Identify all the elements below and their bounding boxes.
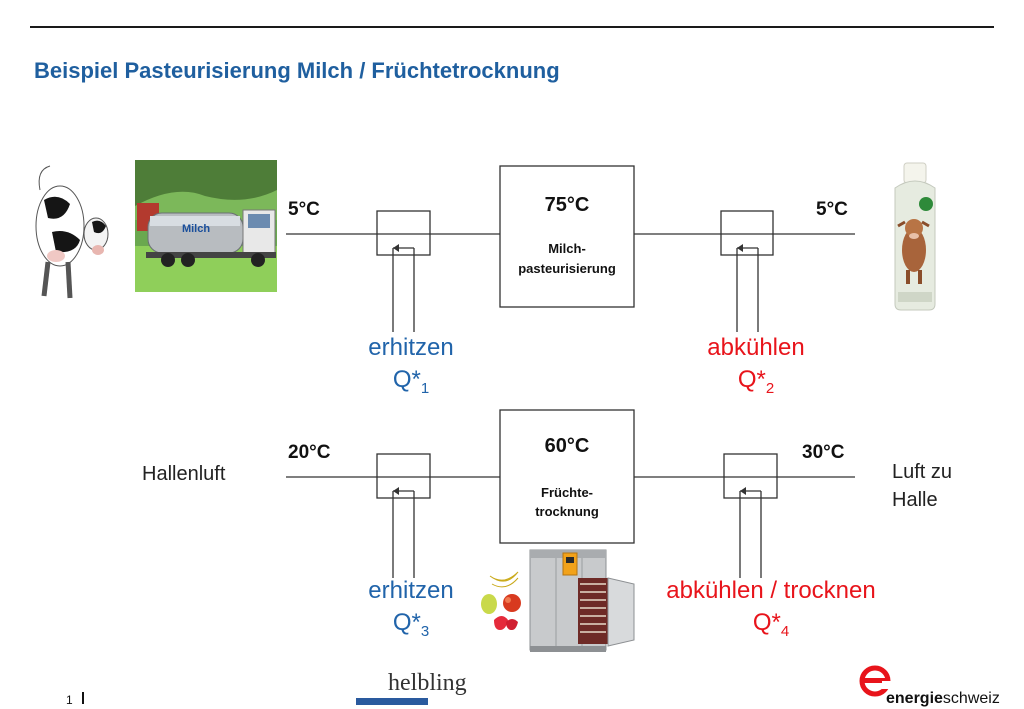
heat-exchanger-2-arrow <box>737 244 743 252</box>
milk-process-box <box>499 165 635 308</box>
energieschweiz-logo-schweiz: schweiz <box>942 690 1000 707</box>
fruit-outlet-temp: 30°C <box>802 442 845 463</box>
cool-label-2-text: abkühlen <box>707 334 805 361</box>
heat-q-1-symbol: Q* <box>392 366 421 393</box>
milk-process-name-2: pasteurisierung <box>518 261 616 276</box>
drying-machine-photo <box>529 549 635 652</box>
fruit-outlet-label-2: Halle <box>892 489 938 511</box>
fruit-outlet-label: Luft zu Halle <box>892 458 952 514</box>
milk-process-name-1: Milch- <box>548 241 586 256</box>
page-title: Beispiel Pasteurisierung Milch / Früchte… <box>34 58 560 83</box>
fruit-inlet-label: Hallenluft <box>142 463 226 485</box>
heat-q-1: Q*1 <box>341 364 481 405</box>
fruit-process-temp: 60°C <box>545 435 590 457</box>
heat-label-1: erhitzen Q*1 <box>341 332 481 405</box>
energieschweiz-logo-mark <box>859 665 892 697</box>
milk-process-temp: 75°C <box>545 194 590 216</box>
milk-truck-photo: Milch <box>135 160 277 292</box>
cool-label-4: abkühlen / trocknen Q*4 <box>646 575 896 648</box>
milk-outlet-temp: 5°C <box>816 199 848 220</box>
heat-label-1-text: erhitzen <box>368 334 454 361</box>
cool-q-2: Q*2 <box>676 364 836 405</box>
fruit-process-box <box>499 409 635 544</box>
heat-exchanger-3 <box>376 453 431 578</box>
cow-illustration <box>35 165 109 299</box>
heat-q-3-symbol: Q* <box>392 609 421 636</box>
heat-label-3-text: erhitzen <box>368 577 454 604</box>
energieschweiz-logo-energie: energie <box>886 690 943 707</box>
fruits-illustration <box>481 571 521 630</box>
energieschweiz-logo-text: energieschweiz <box>886 690 1000 708</box>
heat-exchanger-3-arrow <box>393 487 399 495</box>
page-number-divider <box>82 692 84 704</box>
heat-q-1-sub: 1 <box>420 379 430 397</box>
cool-label-4-text: abkühlen / trocknen <box>666 577 876 604</box>
fruit-inlet-temp: 20°C <box>288 442 331 463</box>
cool-q-2-symbol: Q* <box>737 366 766 393</box>
milk-bottle-photo <box>894 162 936 311</box>
top-rule <box>30 26 994 28</box>
heat-exchanger-1 <box>376 210 431 332</box>
heat-exchanger-4 <box>723 453 778 578</box>
cool-q-4: Q*4 <box>646 607 896 648</box>
heat-exchanger-4-arrow <box>740 487 746 495</box>
heat-label-3: erhitzen Q*3 <box>341 575 481 648</box>
fruit-outlet-label-1: Luft zu <box>892 461 953 483</box>
helbling-logo-bar <box>356 698 428 705</box>
cool-label-2: abkühlen Q*2 <box>676 332 836 405</box>
milk-inlet-temp: 5°C <box>288 199 320 220</box>
fruit-process-name-2: trocknung <box>535 504 599 519</box>
heat-exchanger-2 <box>720 210 774 332</box>
page-number: 1 <box>66 693 73 707</box>
cool-q-4-sub: 4 <box>780 622 790 640</box>
heat-q-3-sub: 3 <box>420 622 430 640</box>
cool-q-4-symbol: Q* <box>752 609 781 636</box>
heat-exchanger-1-arrow <box>393 244 399 252</box>
cool-q-2-sub: 2 <box>765 379 775 397</box>
fruit-process-name-1: Früchte- <box>541 485 593 500</box>
helbling-logo: helbling <box>388 670 467 696</box>
milk-truck-label: Milch <box>182 223 210 235</box>
heat-q-3: Q*3 <box>341 607 481 648</box>
